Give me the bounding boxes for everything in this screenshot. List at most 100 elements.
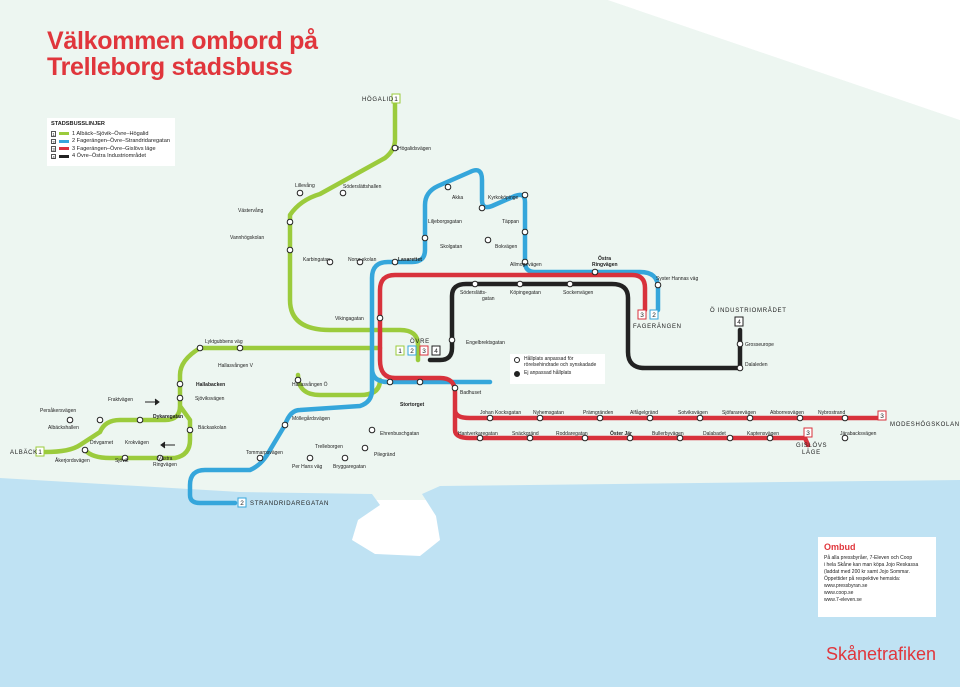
fagerangen-num-3: 3	[640, 312, 644, 319]
stop-marker[interactable]	[476, 434, 484, 442]
stop-marker[interactable]	[306, 454, 314, 462]
stop-marker[interactable]	[451, 384, 459, 392]
stop-marker[interactable]	[654, 281, 662, 289]
stop-label: Lillevång	[295, 182, 315, 189]
stop-marker[interactable]	[596, 414, 604, 422]
stop-marker[interactable]	[286, 246, 294, 254]
stop-label: Snäckgränd	[512, 431, 539, 437]
stop-marker[interactable]	[796, 414, 804, 422]
stop-marker[interactable]	[566, 280, 574, 288]
arrow-right-icon	[145, 398, 160, 406]
stop-marker[interactable]	[521, 258, 529, 266]
stop-marker[interactable]	[841, 434, 849, 442]
stop-marker[interactable]	[186, 426, 194, 434]
stop-label: Täppan	[502, 219, 519, 225]
stop-label: Bullerbyvägen	[652, 431, 684, 437]
stop-label: Fraktvägen	[108, 397, 133, 403]
stop-label: Allmogevägen	[510, 262, 542, 268]
stop-marker[interactable]	[368, 426, 376, 434]
stop-marker[interactable]	[526, 434, 534, 442]
ombud-link[interactable]: www.7-eleven.se	[824, 597, 862, 603]
stop-marker[interactable]	[96, 416, 104, 424]
stop-label: Hantverkaregatan	[458, 431, 498, 437]
stop-marker[interactable]	[736, 340, 744, 348]
stop-marker[interactable]	[581, 434, 589, 442]
stop-marker[interactable]	[676, 434, 684, 442]
stop-label: Akka	[452, 195, 463, 201]
stop-marker[interactable]	[696, 414, 704, 422]
stop-marker[interactable]	[626, 434, 634, 442]
stop-marker[interactable]	[66, 416, 74, 424]
stop-label: gatan	[482, 296, 495, 302]
stop-marker[interactable]	[536, 414, 544, 422]
legend-item-4: 4 4 Övre–Östra Industriområdet	[51, 153, 171, 161]
stop-marker[interactable]	[361, 444, 369, 452]
stop-marker[interactable]	[356, 258, 364, 266]
stop-marker[interactable]	[136, 416, 144, 424]
stop-marker[interactable]	[646, 414, 654, 422]
stop-label: Östra	[598, 255, 611, 262]
industri-num: 4	[737, 319, 741, 326]
legend-swatch	[59, 132, 69, 136]
stop-marker[interactable]	[376, 314, 384, 322]
stop-label: Sjövik	[115, 458, 129, 464]
stop-marker[interactable]	[326, 258, 334, 266]
stop-marker[interactable]	[176, 380, 184, 388]
stop-marker[interactable]	[341, 454, 349, 462]
stop-marker[interactable]	[81, 446, 89, 454]
stop-marker[interactable]	[736, 364, 744, 372]
stop-marker[interactable]	[516, 280, 524, 288]
stop-marker[interactable]	[521, 228, 529, 236]
stop-label: Högalidsvägen	[398, 146, 431, 152]
legend-item-1: 1 1 Albäck–Sjövik–Övre–Högalid	[51, 130, 171, 138]
stop-label: Sockenvägen	[563, 290, 594, 296]
stop-marker[interactable]	[294, 376, 302, 384]
stop-marker[interactable]	[841, 414, 849, 422]
terminal-gislovs-1: GISLÖVS	[796, 442, 827, 449]
stop-marker[interactable]	[448, 336, 456, 344]
stop-marker[interactable]	[766, 434, 774, 442]
stop-marker[interactable]	[484, 236, 492, 244]
stop-marker[interactable]	[726, 434, 734, 442]
stop-marker[interactable]	[121, 454, 129, 462]
title-line-1: Välkommen ombord på	[47, 27, 318, 55]
stop-marker[interactable]	[591, 268, 599, 276]
stop-marker[interactable]	[391, 258, 399, 266]
stop-marker[interactable]	[196, 344, 204, 352]
stop-label: Ringvägen	[153, 462, 177, 468]
ombud-link[interactable]: www.pressbyran.se	[824, 583, 868, 589]
stop-marker[interactable]	[416, 378, 424, 386]
stop-marker[interactable]	[478, 204, 486, 212]
stop-label: Nyhemsgatan	[533, 410, 564, 416]
stop-marker[interactable]	[486, 414, 494, 422]
legend-swatch	[59, 154, 69, 158]
stop-marker[interactable]	[521, 191, 529, 199]
stop-marker[interactable]	[256, 454, 264, 462]
stop-marker[interactable]	[286, 218, 294, 226]
stop-marker[interactable]	[471, 280, 479, 288]
stop-label: Västra	[158, 456, 173, 462]
stop-marker[interactable]	[281, 421, 289, 429]
stop-marker[interactable]	[236, 344, 244, 352]
stop-label: Syster Hannas väg	[656, 276, 698, 282]
stop-marker[interactable]	[156, 454, 164, 462]
stop-marker[interactable]	[296, 189, 304, 197]
terminal-fagerangen: FAGERÄNGEN	[633, 323, 682, 330]
stop-marker[interactable]	[444, 183, 452, 191]
stop-marker[interactable]	[176, 394, 184, 402]
stop-marker[interactable]	[421, 234, 429, 242]
stop-marker[interactable]	[746, 414, 754, 422]
stop-marker[interactable]	[391, 144, 399, 152]
ombud-link[interactable]: www.coop.se	[824, 590, 854, 596]
legend-num: 1	[51, 131, 56, 137]
stop-label: Kyrkoköpinge	[488, 195, 519, 201]
stop-label: Sjöfararevägen	[722, 410, 756, 416]
legend-swatch	[59, 147, 69, 151]
terminal-ovre: ÖVRE	[410, 338, 430, 345]
stop-marker[interactable]	[386, 378, 394, 386]
stop-marker[interactable]	[339, 189, 347, 197]
stop-label: Sotviksvägen	[678, 410, 708, 416]
stop-label: Bäckaskolan	[198, 425, 227, 431]
